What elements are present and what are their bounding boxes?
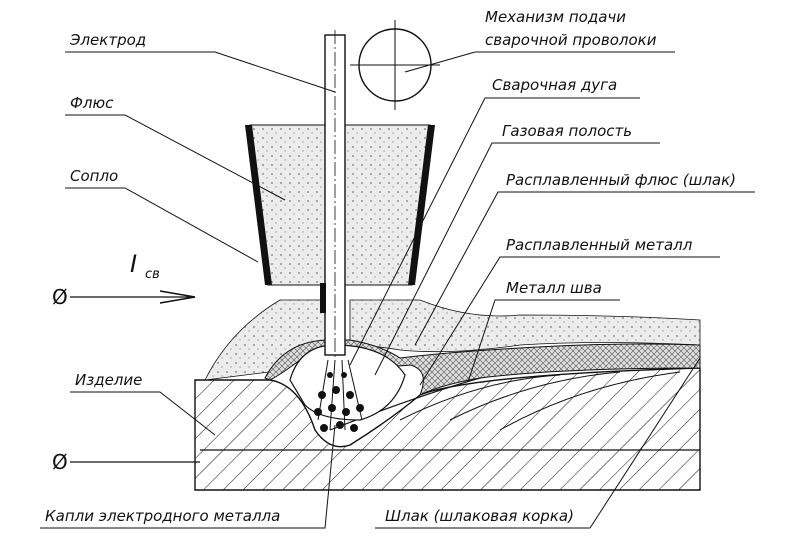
- label-molten-flux: Расплавленный флюс (шлак): [506, 171, 736, 189]
- label-current-subscript: св: [145, 267, 160, 282]
- label-flux: Флюс: [70, 94, 114, 112]
- leader-lines: [40, 51, 755, 529]
- label-slag-crust: Шлак (шлаковая корка): [385, 507, 574, 525]
- terminal-bottom-symbol: Ø: [52, 450, 68, 474]
- label-droplets: Капли электродного металла: [45, 507, 280, 525]
- welding-arc: [317, 359, 363, 431]
- label-molten-metal: Расплавленный металл: [506, 236, 693, 254]
- electrode: [320, 30, 346, 360]
- label-weld-metal: Металл шва: [506, 279, 602, 297]
- workpiece: [194, 354, 701, 491]
- label-feed-mechanism-2: сварочной проволоки: [485, 31, 657, 49]
- label-gas-cavity: Газовая полость: [502, 122, 632, 140]
- label-welding-arc: Сварочная дуга: [492, 76, 617, 94]
- feed-mechanism-roller: [350, 20, 440, 110]
- label-workpiece: Изделие: [75, 371, 142, 389]
- gas-cavity: [289, 344, 406, 421]
- terminal-top-symbol: Ø: [52, 285, 68, 309]
- label-electrode: Электрод: [69, 31, 146, 49]
- current-arrow-icon: [159, 290, 196, 304]
- label-current: I: [130, 250, 137, 278]
- label-nozzle: Сопло: [70, 167, 118, 185]
- label-feed-mechanism-1: Механизм подачи: [485, 8, 626, 26]
